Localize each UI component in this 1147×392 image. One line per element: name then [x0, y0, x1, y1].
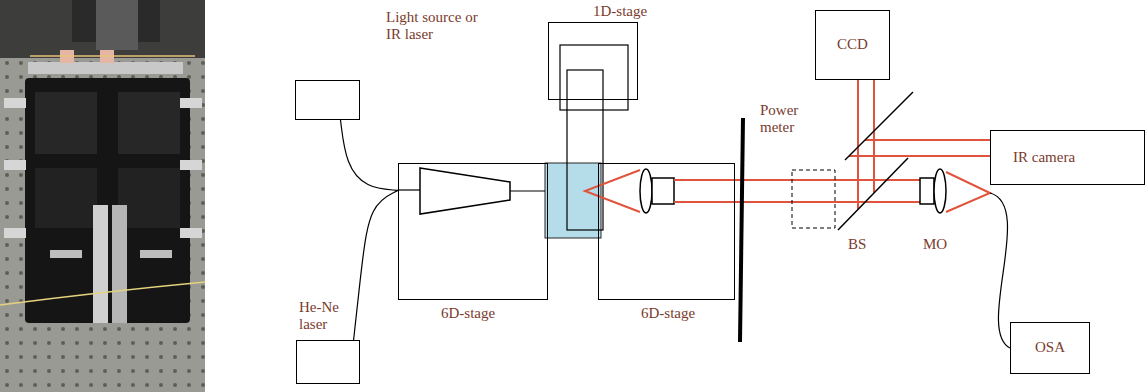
- device-label: CCD: [837, 36, 868, 53]
- stage-carriage: [560, 45, 628, 110]
- part-label: MO: [923, 236, 957, 253]
- knob: [4, 98, 26, 108]
- beam: [849, 155, 990, 157]
- device-box: CCD: [815, 10, 890, 80]
- optical-fiber: [341, 120, 399, 190]
- beam-splitter: [838, 158, 908, 230]
- micrometer: [93, 205, 108, 323]
- device-box: 6D-stage: [598, 163, 735, 300]
- objective-mount: [920, 178, 934, 204]
- beam: [857, 80, 859, 209]
- beam: [674, 179, 920, 181]
- knob: [180, 228, 202, 238]
- knob: [180, 98, 202, 108]
- part-label: BS: [848, 236, 882, 253]
- light-cone: [946, 172, 990, 212]
- rail: [28, 62, 183, 74]
- part-label: Power meter: [760, 102, 822, 137]
- device-box: OSA: [1010, 322, 1090, 374]
- fiber-tip: [510, 190, 545, 191]
- lens: [640, 169, 652, 213]
- microscope-objective: [96, 0, 138, 50]
- photo-background: [0, 0, 205, 58]
- knob: [4, 160, 26, 170]
- micrometer: [112, 205, 127, 323]
- device-label: 6D-stage: [441, 305, 521, 322]
- device-label: IR camera: [1013, 149, 1075, 166]
- stage-plate: [118, 168, 180, 228]
- lens-mount: [652, 178, 674, 204]
- beam: [674, 201, 920, 203]
- device-box: He-Ne laser: [296, 340, 360, 384]
- fiber: [398, 189, 420, 190]
- light-cone: [585, 170, 640, 212]
- power-meter-screen: [740, 118, 743, 342]
- fiber: [0, 282, 205, 305]
- device-label: 1D-stage: [593, 3, 673, 20]
- device-label: 6D-stage: [641, 305, 721, 322]
- fiber: [990, 193, 1010, 348]
- stage-plate: [118, 92, 180, 154]
- knob: [140, 250, 172, 258]
- device-box: IR camera: [990, 130, 1145, 185]
- knob: [4, 228, 26, 238]
- device-box: 6D-stage: [398, 163, 548, 300]
- optical-table: [0, 0, 205, 392]
- beam-splitter: [845, 92, 913, 160]
- fiber: [30, 55, 195, 57]
- tapered-fiber: [420, 168, 510, 214]
- sample: [545, 163, 601, 238]
- beam: [873, 80, 875, 193]
- device-label: He-Ne laser: [299, 299, 351, 334]
- device-label: Light source or IR laser: [386, 9, 481, 44]
- stage-plate: [35, 168, 97, 228]
- stage-plate: [35, 92, 97, 154]
- setup-photo: [0, 0, 205, 392]
- removable-element: [792, 170, 835, 228]
- optical-fiber: [354, 190, 398, 340]
- objective-lens: [934, 169, 946, 213]
- beam: [865, 139, 990, 141]
- device-box: Light source or IR laser: [295, 80, 360, 120]
- device-box: 1D-stage: [548, 22, 638, 100]
- device-label: OSA: [1035, 339, 1065, 356]
- knob: [50, 250, 82, 258]
- knob: [180, 160, 202, 170]
